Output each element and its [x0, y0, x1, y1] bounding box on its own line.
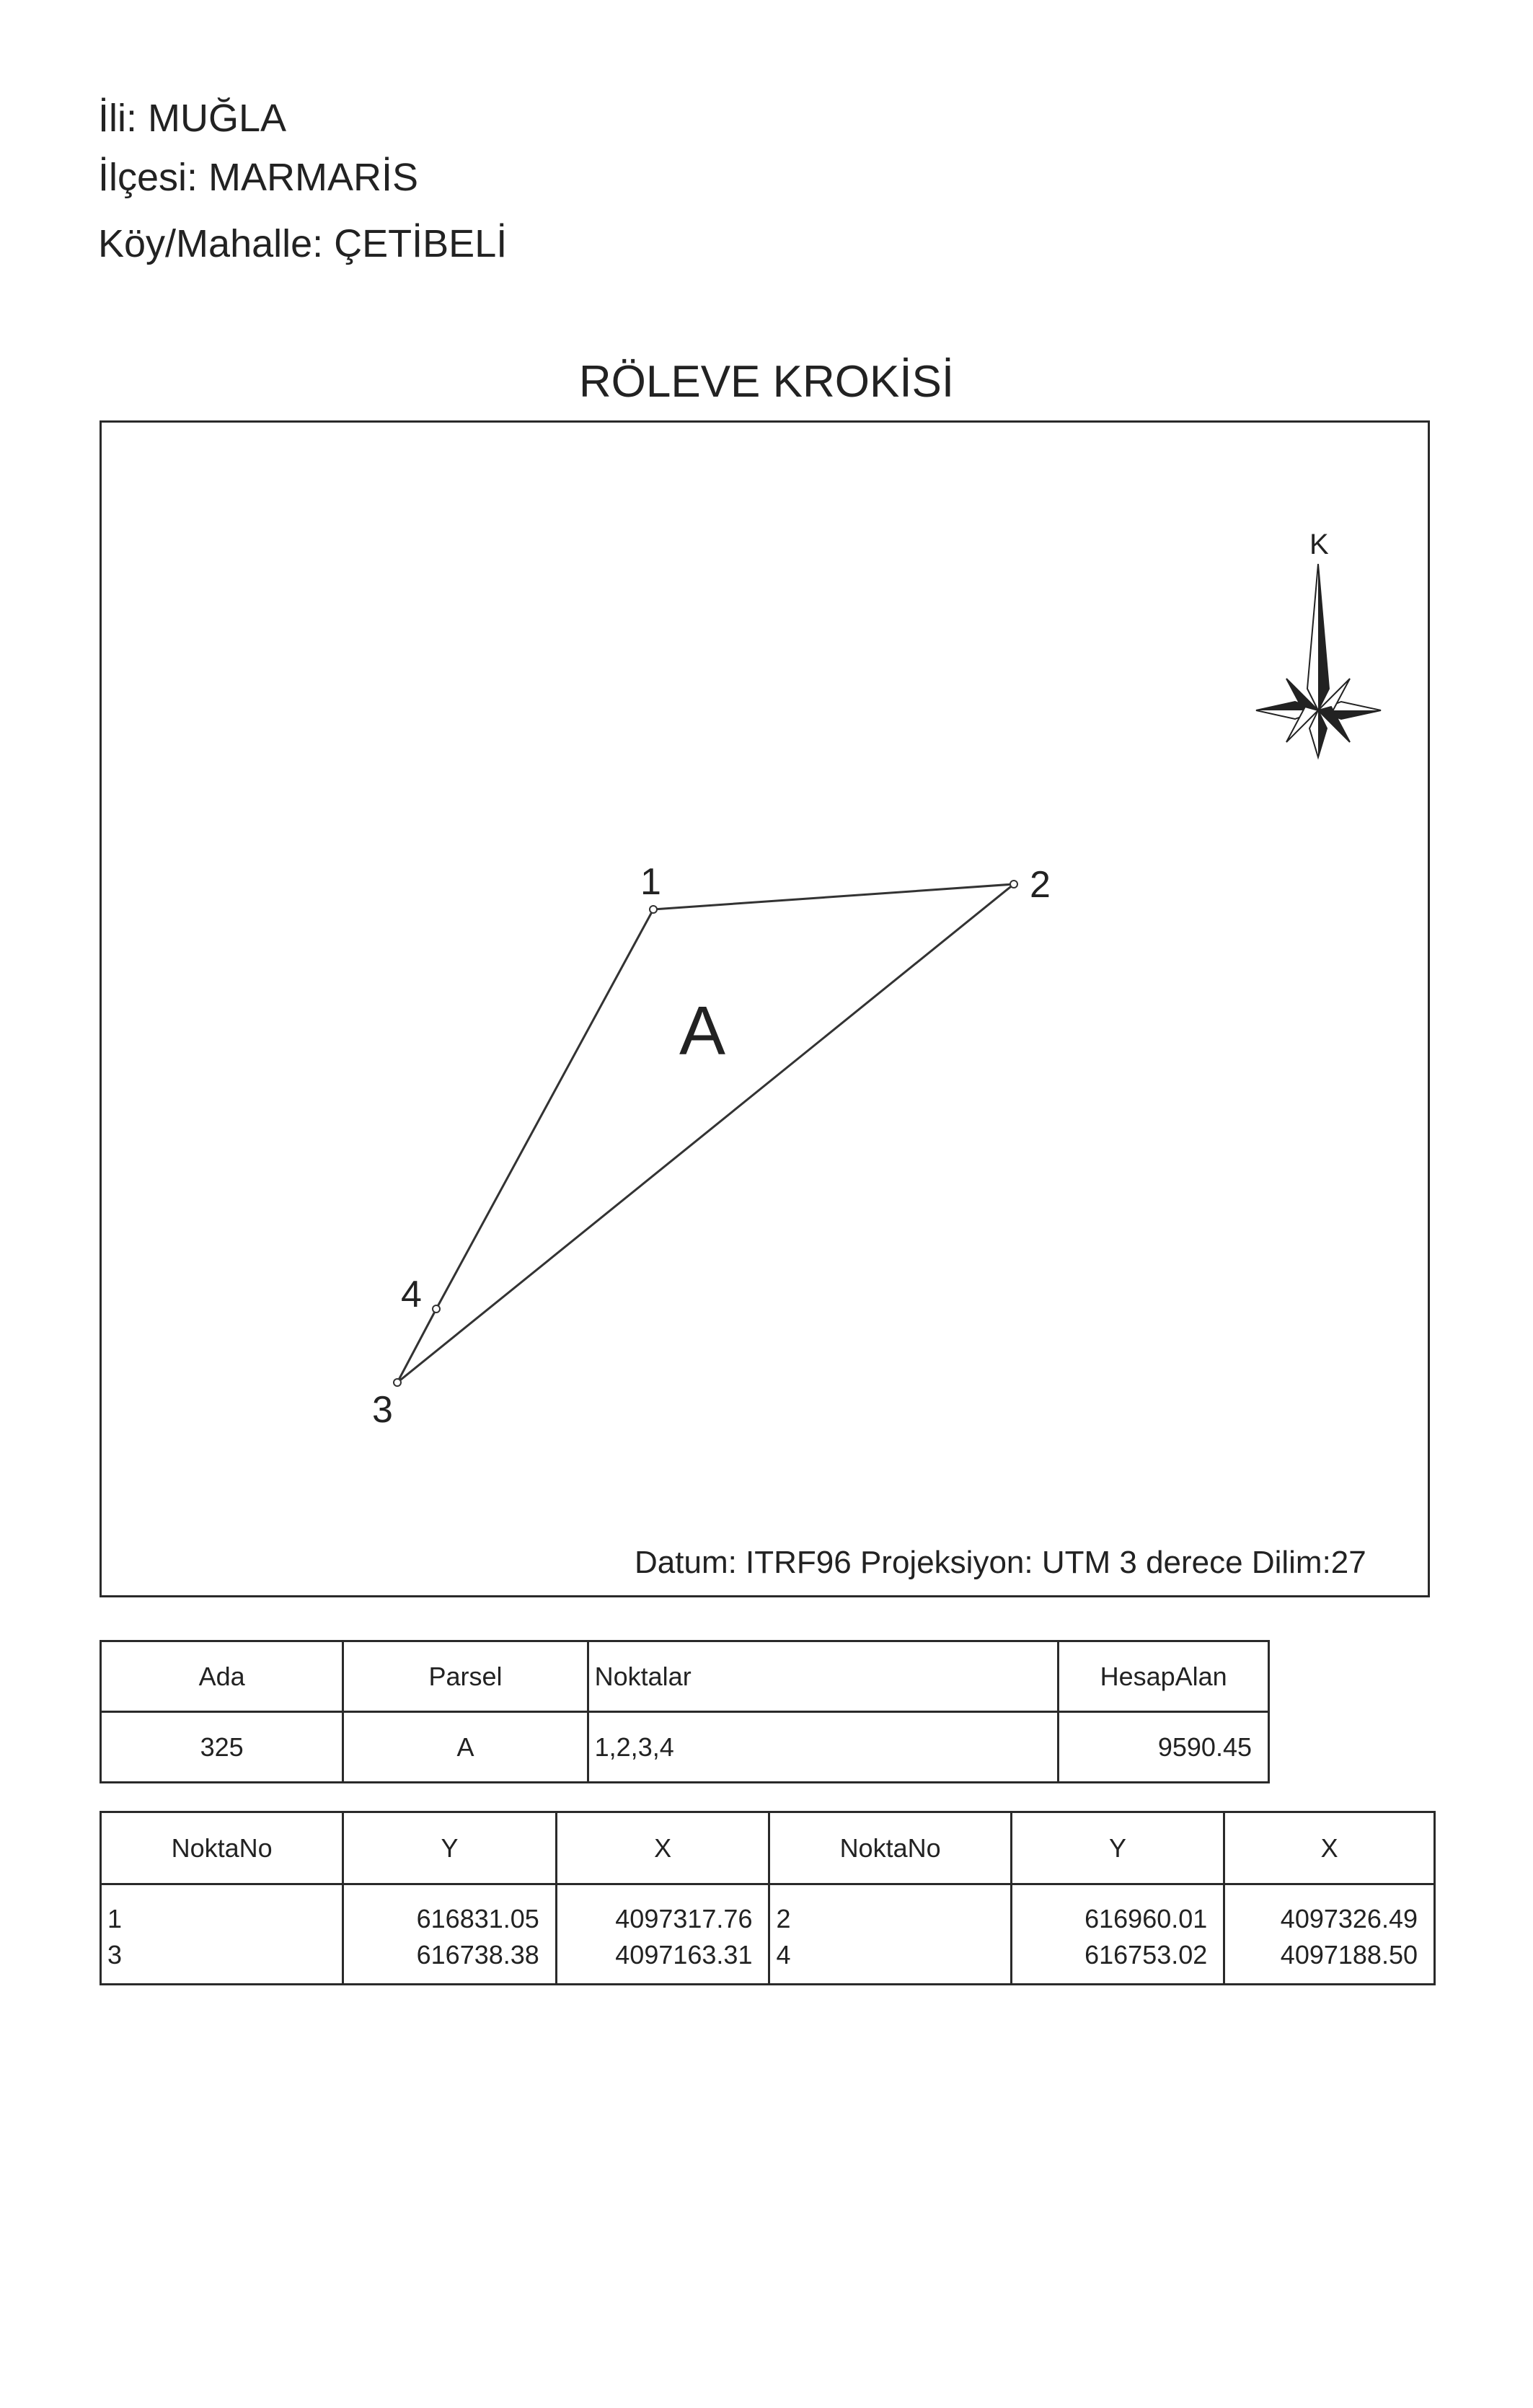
point-no: 2	[776, 1904, 791, 1933]
point-label-4: 4	[401, 1274, 422, 1315]
point-y: 616831.05	[416, 1904, 539, 1933]
datum-note: Datum: ITRF96 Projeksiyon: UTM 3 derece …	[635, 1545, 1366, 1580]
table-row: 1 3 616831.05 616738.38 4097317.76 40971…	[99, 1883, 1436, 1985]
parcel-table: Ada Parsel Noktalar HesapAlan 325 A 1,2,…	[99, 1640, 1270, 1783]
table-row: 325 A 1,2,3,4 9590.45	[99, 1711, 1270, 1783]
province-label: İli: MUĞLA	[98, 97, 287, 140]
header-hesapalan: HesapAlan	[1057, 1640, 1270, 1713]
point-label-2: 2	[1030, 864, 1051, 906]
point-x: 4097317.76	[615, 1904, 753, 1933]
point-label-1: 1	[640, 861, 661, 903]
header-noktano-right: NoktaNo	[768, 1811, 1012, 1885]
point-no: 4	[776, 1940, 791, 1970]
point-x: 4097326.49	[1280, 1904, 1418, 1933]
point-label-3: 3	[372, 1389, 393, 1431]
coordinate-table-header: NoktaNo Y X NoktaNo Y X	[99, 1811, 1436, 1885]
point-x: 4097188.50	[1280, 1940, 1418, 1970]
header-noktano-left: NoktaNo	[99, 1811, 345, 1885]
point-y: 616753.02	[1084, 1940, 1208, 1970]
header-parsel: Parsel	[342, 1640, 589, 1713]
header-x-left: X	[555, 1811, 771, 1885]
north-arrow-icon: K	[1255, 529, 1382, 760]
point-y: 616960.01	[1084, 1904, 1208, 1933]
point-x: 4097163.31	[615, 1940, 753, 1970]
page-title: RÖLEVE KROKİSİ	[578, 357, 955, 407]
coordinate-table: NoktaNo Y X NoktaNo Y X 1 3 616831.05 61…	[99, 1811, 1436, 1985]
point-marker-3	[393, 1378, 402, 1387]
point-marker-4	[432, 1305, 441, 1313]
district-label: İlçesi: MARMARİS	[98, 156, 419, 199]
cell-hesapalan: 9590.45	[1057, 1711, 1270, 1783]
cell-ada: 325	[99, 1711, 345, 1783]
header-y-right: Y	[1010, 1811, 1226, 1885]
cell-parsel: A	[342, 1711, 589, 1783]
cell-noktalar: 1,2,3,4	[586, 1711, 1060, 1783]
header-noktalar: Noktalar	[586, 1640, 1060, 1713]
header-y-left: Y	[342, 1811, 557, 1885]
parcel-sketch: 1 2 3 4 A K	[372, 529, 1382, 1431]
point-marker-2	[1010, 880, 1018, 888]
sketch-frame	[100, 420, 1430, 1597]
parcel-boundary	[396, 883, 1017, 1384]
header-ada: Ada	[99, 1640, 345, 1713]
parcel-label: A	[679, 992, 725, 1070]
north-label: K	[1309, 529, 1329, 560]
header-x-right: X	[1223, 1811, 1436, 1885]
point-no: 3	[107, 1940, 123, 1970]
point-marker-1	[649, 905, 658, 914]
point-y: 616738.38	[416, 1940, 539, 1970]
village-label: Köy/Mahalle: ÇETİBELİ	[98, 222, 508, 265]
parcel-table-header: Ada Parsel Noktalar HesapAlan	[99, 1640, 1270, 1713]
point-no: 1	[107, 1904, 123, 1933]
